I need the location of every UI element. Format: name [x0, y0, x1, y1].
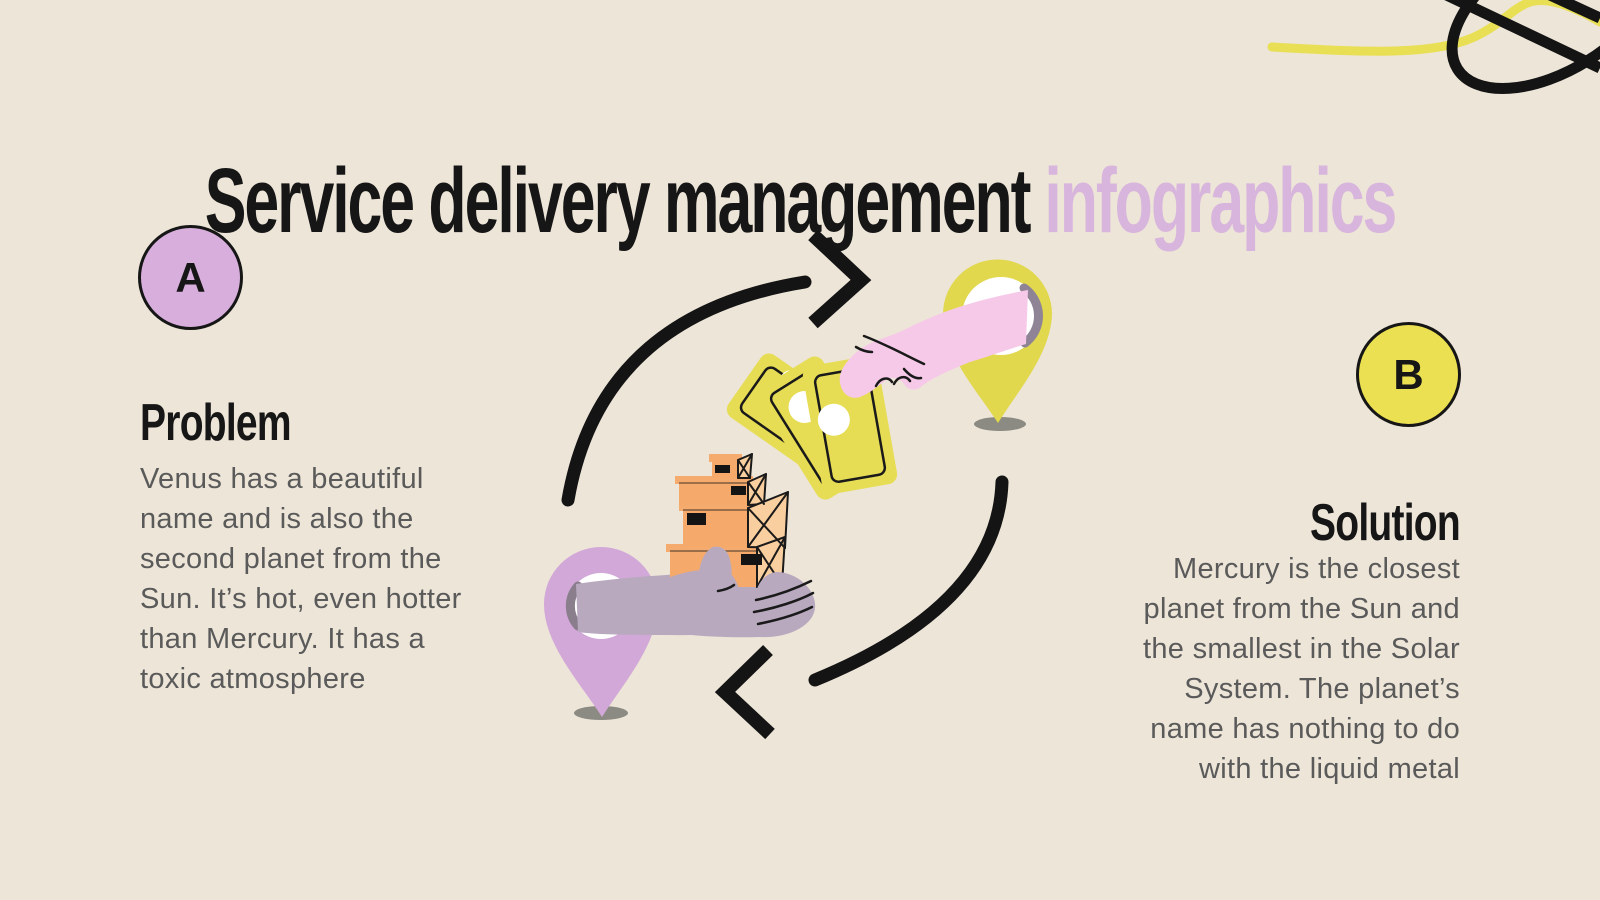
page-title: Service delivery management infographics [205, 150, 1398, 254]
lavender-hand-boxes-icon [668, 546, 816, 638]
black-loop-doodle [1444, 0, 1600, 94]
pink-hand-money-icon [839, 290, 1028, 398]
problem-badge: A [138, 225, 243, 330]
title-main: Service delivery management [204, 150, 1032, 253]
problem-body: Venus has a beautiful name and is also t… [140, 463, 462, 695]
money-bills-icon [726, 353, 898, 500]
cycle-illustration [520, 220, 1080, 740]
problem-heading: Problem [140, 394, 292, 453]
solution-badge-letter: B [1393, 350, 1424, 398]
corner-doodle-decoration [1267, 0, 1600, 94]
solution-badge: B [1356, 322, 1461, 427]
cycle-arrow-bottom-icon [714, 475, 1009, 740]
solution-body: Mercury is the closest planet from the S… [1143, 553, 1460, 785]
title-accent: infographics [1044, 150, 1397, 253]
problem-badge-letter: A [175, 253, 206, 301]
solution-heading: Solution [1310, 494, 1461, 553]
cycle-arrow-top-icon [561, 229, 872, 507]
